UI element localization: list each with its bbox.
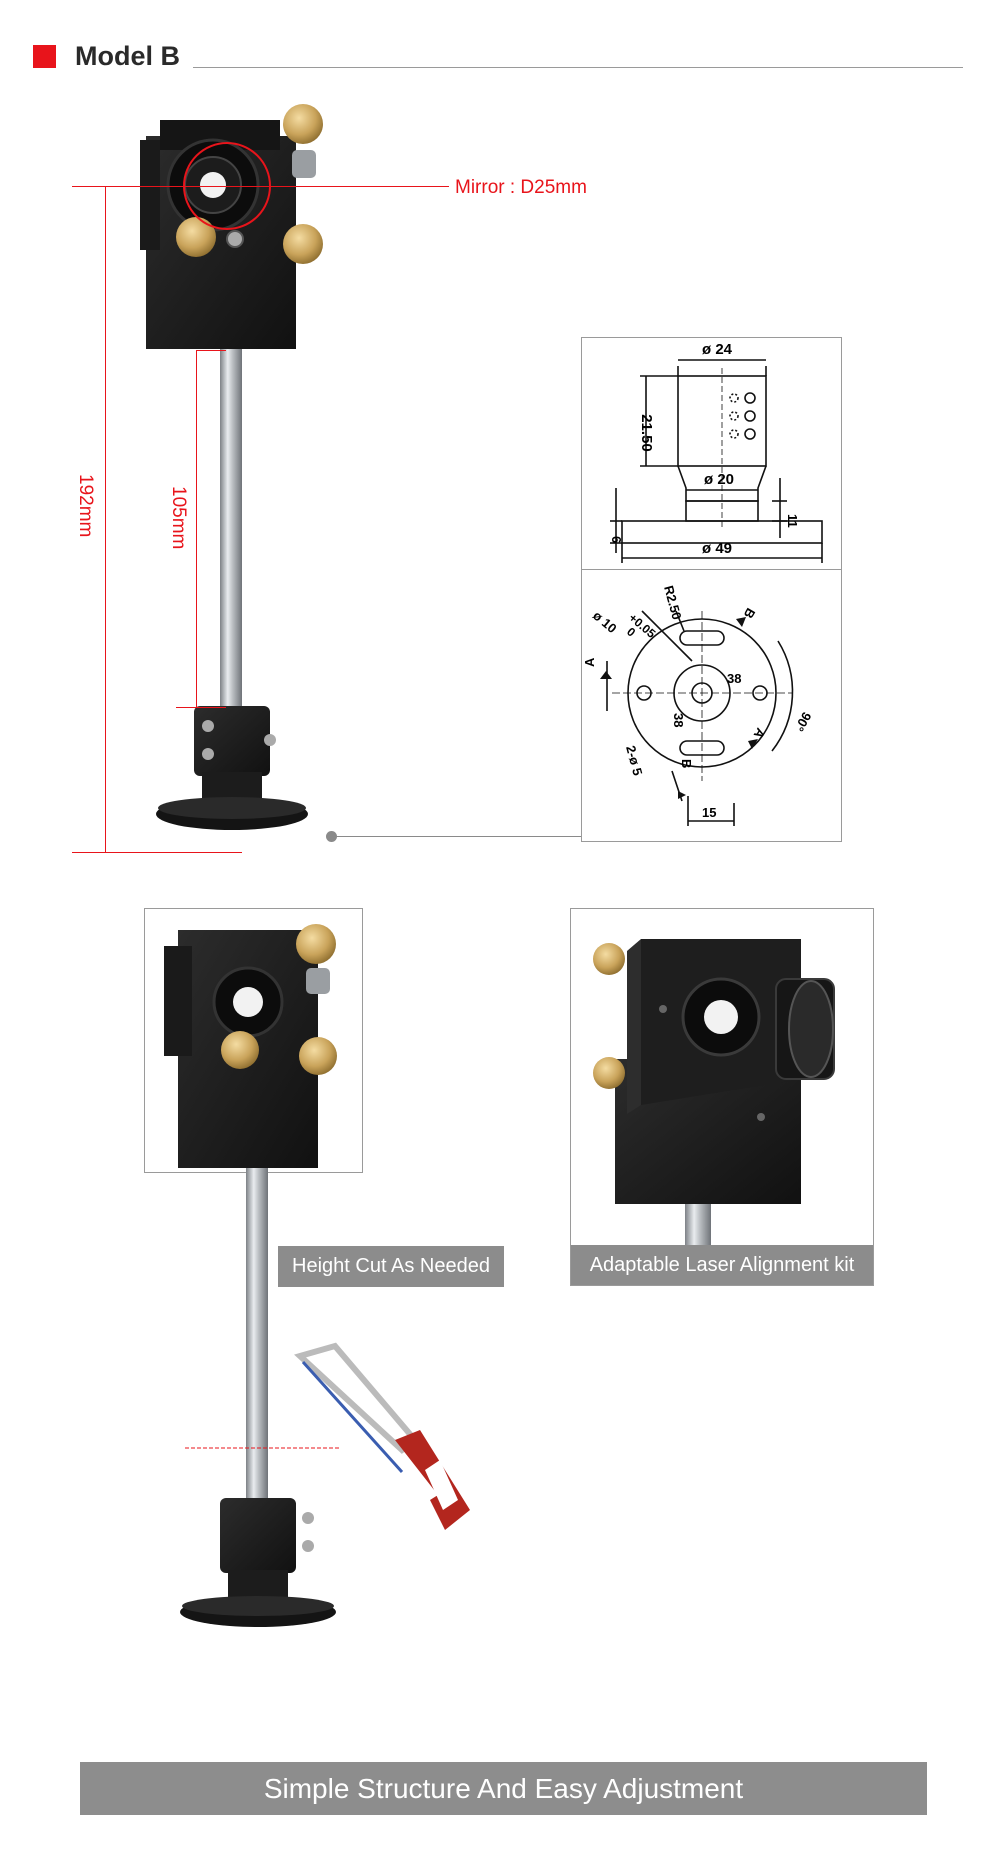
rod-length-bottom-tick	[176, 707, 226, 708]
total-height-base-line	[72, 852, 242, 853]
dim-hole-dia: ø 10	[590, 608, 620, 636]
dim-flange-diameter: ø 49	[702, 540, 732, 557]
adjust-knob	[176, 217, 216, 257]
adjust-knob	[283, 224, 323, 264]
dim-38-vertical: 38	[671, 713, 686, 727]
dim-radius: R2.50	[661, 584, 684, 621]
cut-rod-collar	[220, 1498, 296, 1573]
caption-alignment-kit: Adaptable Laser Alignment kit	[571, 1245, 873, 1285]
mirror-label: Mirror : D25mm	[455, 177, 587, 198]
adjust-knob	[296, 924, 336, 964]
section-b-bottom: B	[679, 759, 694, 768]
adjust-knob	[283, 104, 323, 144]
technical-drawing-frame	[581, 337, 842, 842]
dim-38-horizontal: 38	[727, 671, 741, 686]
connector-dot	[326, 831, 337, 842]
side-view-drawing: ø 24 21.50 ø 20 11 6 ø 49	[609, 341, 823, 563]
section-title: Model B	[75, 41, 180, 71]
cut-rod-photo	[164, 924, 470, 1627]
dim-holes: 2-ø 5	[623, 744, 645, 777]
adjust-knob	[299, 1037, 337, 1075]
adjust-knob	[221, 1031, 259, 1069]
header-rule	[193, 67, 963, 68]
connector-line	[336, 836, 582, 837]
header-marker	[33, 45, 56, 68]
hacksaw-icon	[294, 1342, 470, 1530]
dim-tolerance-low: 0	[624, 625, 638, 640]
mirror-callout	[70, 140, 490, 200]
total-height-label: 192mm	[75, 474, 96, 538]
dim-neck-height: 11	[785, 514, 800, 528]
adjust-knob	[593, 943, 625, 975]
dim-neck-diameter: ø 20	[704, 471, 734, 488]
rod-length-line	[196, 350, 197, 708]
dim-top-diameter: ø 24	[702, 341, 733, 358]
dim-angle: 90°	[792, 710, 815, 735]
rod-length-top-tick	[196, 350, 226, 351]
dim-flange-thickness: 6	[609, 536, 624, 543]
section-a-left: A	[582, 657, 597, 667]
alignment-kit-photo	[593, 939, 835, 1245]
rod-collar	[194, 706, 270, 776]
dim-width: 15	[702, 805, 716, 820]
drawing-divider	[581, 569, 842, 570]
footer-banner: Simple Structure And Easy Adjustment	[80, 1762, 927, 1815]
dim-height: 21.50	[638, 414, 655, 452]
total-height-line	[105, 186, 106, 853]
adjust-knob	[593, 1057, 625, 1089]
mirror-leader-line	[72, 186, 449, 187]
cut-support-rod	[246, 1140, 268, 1498]
caption-height-cut: Height Cut As Needed	[278, 1246, 504, 1287]
rod-length-label: 105mm	[168, 486, 189, 550]
top-view-drawing: ø 10 +0.05 0 R2.50 A B 38 38 A 90° 2-ø 5…	[582, 584, 815, 826]
support-rod	[220, 346, 242, 726]
